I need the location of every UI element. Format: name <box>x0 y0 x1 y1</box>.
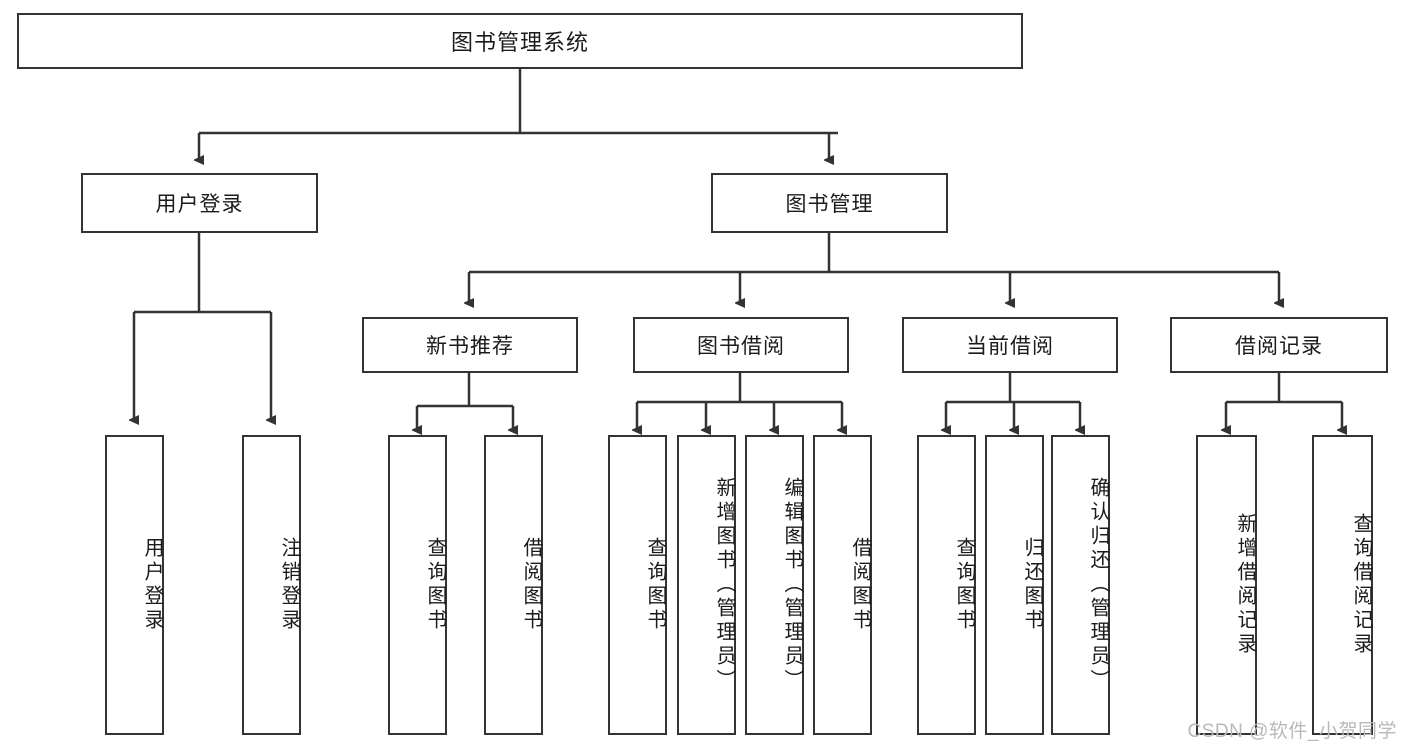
node-leaf-query-book-3[interactable]: 查询图书 <box>917 435 976 735</box>
node-label: 用户登录 <box>155 193 244 216</box>
node-current-borrowing[interactable]: 当前借阅 <box>902 317 1118 373</box>
node-leaf-borrow-book-2[interactable]: 借阅图书 <box>813 435 872 735</box>
node-label: 用户登录 <box>141 537 163 633</box>
node-leaf-user-login[interactable]: 用户登录 <box>105 435 164 735</box>
node-label: 确认归还（管理员） <box>1087 477 1109 693</box>
node-leaf-confirm-return[interactable]: 确认归还（管理员） <box>1051 435 1110 735</box>
node-label: 查询图书 <box>644 537 666 633</box>
node-user-login[interactable]: 用户登录 <box>81 173 318 233</box>
node-new-book-recommendation[interactable]: 新书推荐 <box>362 317 578 373</box>
node-leaf-query-book-2[interactable]: 查询图书 <box>608 435 667 735</box>
node-book-management-system[interactable]: 图书管理系统 <box>17 13 1023 69</box>
node-leaf-return-book[interactable]: 归还图书 <box>985 435 1044 735</box>
node-book-borrowing[interactable]: 图书借阅 <box>633 317 849 373</box>
node-label: 当前借阅 <box>966 335 1054 358</box>
watermark: CSDN @软件_小贺同学 <box>1187 721 1397 742</box>
node-leaf-query-book-1[interactable]: 查询图书 <box>388 435 447 735</box>
node-label: 编辑图书（管理员） <box>781 477 803 693</box>
node-leaf-query-record[interactable]: 查询借阅记录 <box>1312 435 1373 735</box>
node-label: 查询图书 <box>424 537 446 633</box>
node-label: 图书借阅 <box>697 335 785 358</box>
node-label: 借阅记录 <box>1235 335 1323 358</box>
node-label: 新增借阅记录 <box>1234 513 1256 657</box>
node-label: 注销登录 <box>278 537 300 633</box>
node-label: 借阅图书 <box>520 537 542 633</box>
node-label: 图书管理系统 <box>450 30 589 55</box>
node-label: 新增图书（管理员） <box>713 477 735 693</box>
node-label: 借阅图书 <box>849 537 871 633</box>
node-leaf-logout[interactable]: 注销登录 <box>242 435 301 735</box>
node-borrow-records[interactable]: 借阅记录 <box>1170 317 1388 373</box>
node-label: 图书管理 <box>785 193 874 216</box>
node-leaf-add-record[interactable]: 新增借阅记录 <box>1196 435 1257 735</box>
node-book-management[interactable]: 图书管理 <box>711 173 948 233</box>
node-label: 查询图书 <box>953 537 975 633</box>
node-label: 新书推荐 <box>426 335 514 358</box>
node-label: 归还图书 <box>1021 537 1043 633</box>
node-label: 查询借阅记录 <box>1350 513 1372 657</box>
node-leaf-edit-book[interactable]: 编辑图书（管理员） <box>745 435 804 735</box>
node-leaf-add-book[interactable]: 新增图书（管理员） <box>677 435 736 735</box>
node-leaf-borrow-book-1[interactable]: 借阅图书 <box>484 435 543 735</box>
